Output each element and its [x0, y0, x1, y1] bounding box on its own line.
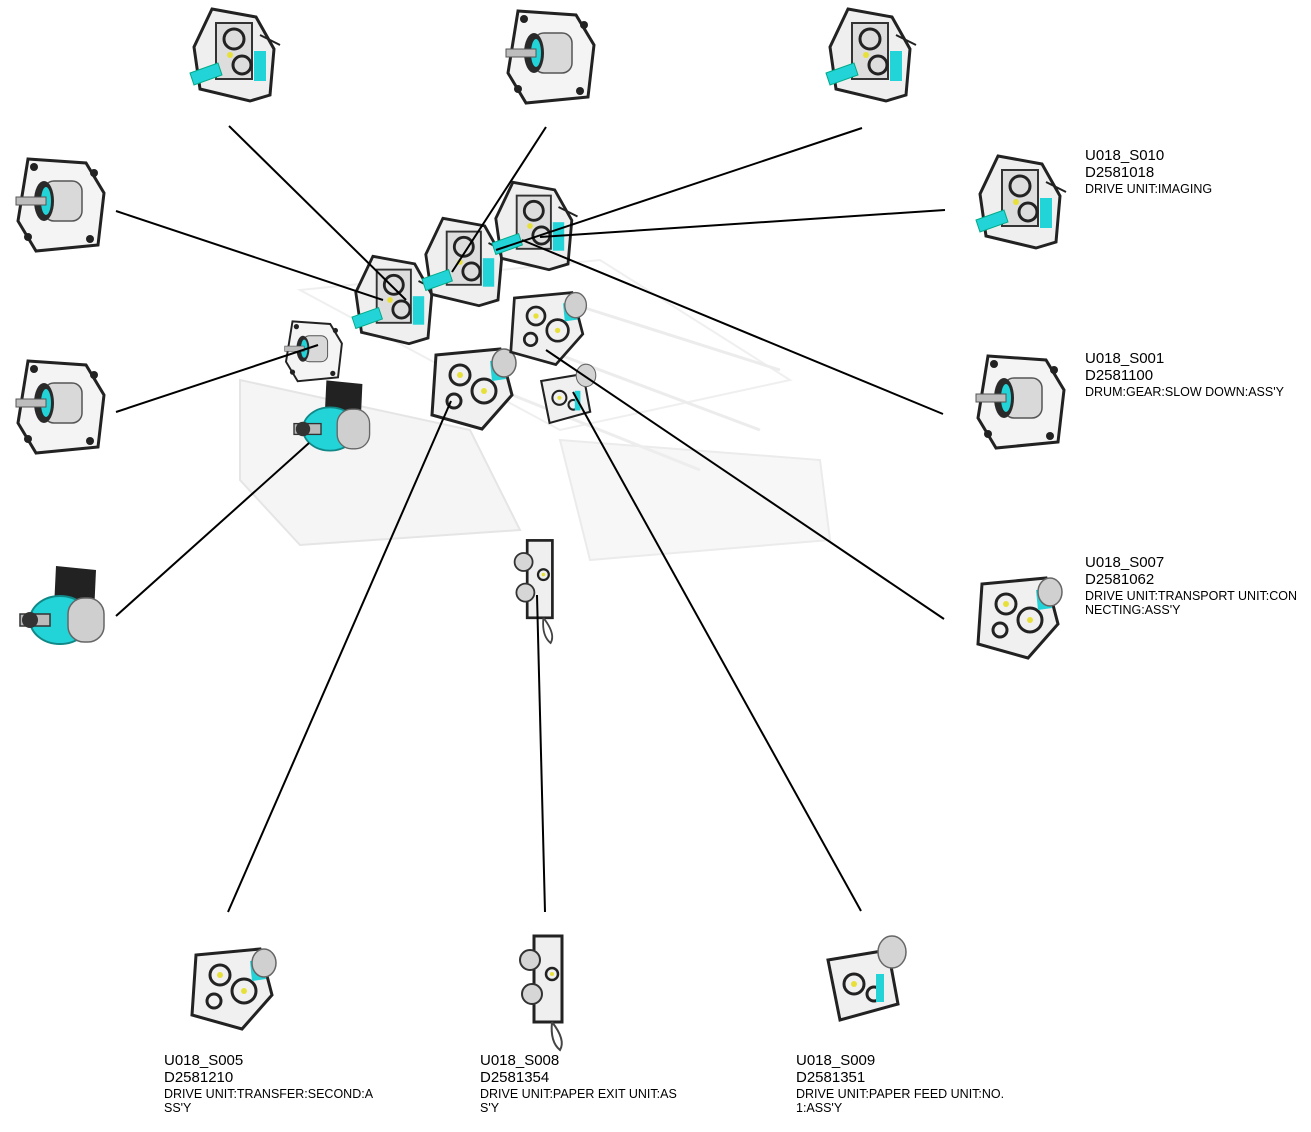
callout-code: U018_S001	[1085, 350, 1165, 367]
callout-s001: U018_S001 D2581100 DRUM:GEAR:SLOW DOWN:A…	[1085, 350, 1305, 399]
callout-code: U018_S008	[480, 1052, 560, 1069]
callout-part-number: D2581062	[1085, 571, 1155, 589]
callout-code: U018_S007	[1085, 554, 1165, 571]
callout-s005: U018_S005 D2581210 DRIVE UNIT:TRANSFER:S…	[164, 1052, 376, 1115]
center-imaging-unit-2	[420, 216, 509, 308]
thumbnail-left-lower[interactable]	[19, 565, 105, 645]
thumbnail-top-left[interactable]	[188, 7, 282, 103]
callout-code: U018_S005	[164, 1052, 244, 1069]
center-gear-unit-2	[509, 291, 588, 366]
callout-part-number: D2581351	[796, 1069, 866, 1087]
callout-description: DRIVE UNIT:IMAGING	[1085, 181, 1213, 196]
thumbnail-top-right[interactable]	[824, 7, 918, 103]
thumbnail-bottom-s005[interactable]	[190, 947, 278, 1031]
callout-description: DRIVE UNIT:TRANSPORT UNIT:CONNECTING:ASS…	[1085, 588, 1298, 617]
thumbnail-bottom-s008[interactable]	[518, 934, 564, 1052]
callout-description: DRIVE UNIT:PAPER EXIT UNIT:ASS'Y	[480, 1086, 677, 1115]
callout-description: DRIVE UNIT:TRANSFER:SECOND:ASS'Y	[164, 1086, 374, 1115]
callout-part-number: D2581100	[1085, 367, 1154, 385]
callout-s010: U018_S010 D2581018 DRIVE UNIT:IMAGING	[1085, 147, 1212, 196]
center-imaging-unit-1	[350, 254, 439, 346]
callout-part-number: D2581210	[164, 1069, 234, 1087]
callout-description: DRIVE UNIT:PAPER FEED UNIT:NO.1:ASS'Y	[796, 1086, 1005, 1115]
thumbnail-top-center[interactable]	[504, 9, 596, 105]
callout-s007: U018_S007 D2581062 DRIVE UNIT:TRANSPORT …	[1085, 554, 1305, 617]
thumbnail-left-upper[interactable]	[14, 157, 106, 253]
thumbnail-right-s010[interactable]	[974, 154, 1068, 250]
thumbnail-right-s007[interactable]	[976, 576, 1064, 660]
callout-code: U018_S009	[796, 1052, 876, 1069]
callout-code: U018_S010	[1085, 147, 1165, 164]
thumbnail-right-s001[interactable]	[974, 354, 1066, 450]
callout-s009: U018_S009 D2581351 DRIVE UNIT:PAPER FEED…	[796, 1052, 1008, 1115]
thumbnail-left-middle[interactable]	[14, 359, 106, 455]
callout-part-number: D2581018	[1085, 164, 1155, 182]
thumbnail-bottom-s009[interactable]	[826, 934, 908, 1022]
center-feed-unit	[540, 363, 597, 425]
callout-s008: U018_S008 D2581354 DRIVE UNIT:PAPER EXIT…	[480, 1052, 692, 1115]
center-motor-unit	[283, 320, 343, 383]
callout-description: DRUM:GEAR:SLOW DOWN:ASS'Y	[1085, 384, 1284, 399]
leader-lines	[115, 125, 946, 913]
callout-part-number: D2581354	[480, 1069, 550, 1087]
center-exit-unit	[513, 539, 554, 645]
